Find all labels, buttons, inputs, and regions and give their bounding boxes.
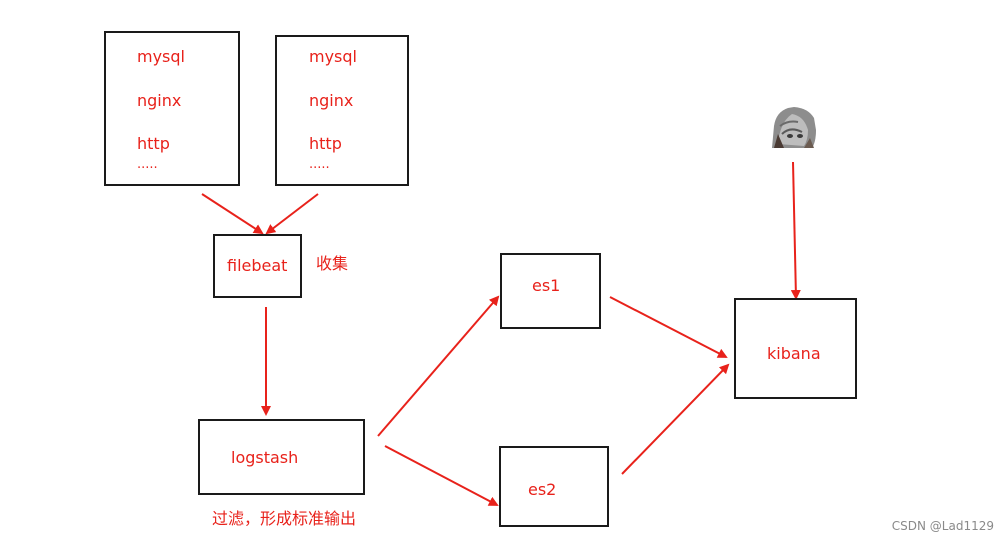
es1-label: es1	[532, 276, 561, 295]
source-1-item-nginx: nginx	[137, 91, 182, 110]
collect-note: 收集	[316, 254, 349, 273]
source-box-1: mysql nginx http .....	[104, 31, 240, 186]
es2-label: es2	[528, 480, 557, 499]
arrow-user-to-kibana	[790, 161, 801, 300]
arrow-es2-to-kibana	[621, 363, 730, 475]
source-1-item-ellipsis: .....	[137, 157, 158, 172]
arrow-logstash-to-es1	[377, 295, 500, 437]
filebeat-label: filebeat	[227, 256, 288, 275]
logstash-node: logstash	[198, 419, 365, 495]
filebeat-node: filebeat	[213, 234, 302, 298]
arrow-es1-to-kibana	[609, 296, 728, 358]
arrow-logstash-to-es2	[384, 445, 499, 506]
source-1-item-mysql: mysql	[137, 47, 185, 66]
es1-node: es1	[500, 253, 601, 329]
source-2-item-nginx: nginx	[309, 91, 354, 110]
source-2-item-http: http	[309, 134, 342, 153]
source-2-item-ellipsis: .....	[309, 157, 330, 172]
es2-node: es2	[499, 446, 609, 527]
filter-note: 过滤，形成标准输出	[212, 509, 357, 528]
source-2-item-mysql: mysql	[309, 47, 357, 66]
kibana-label: kibana	[767, 344, 821, 363]
kibana-node: kibana	[734, 298, 857, 399]
logstash-label: logstash	[231, 448, 299, 467]
source-1-item-http: http	[137, 134, 170, 153]
user-avatar-icon	[768, 104, 818, 150]
watermark: CSDN @Lad1129	[891, 519, 994, 533]
source-box-2: mysql nginx http .....	[275, 35, 409, 186]
arrow-source2-to-filebeat	[265, 193, 319, 235]
arrow-source1-to-filebeat	[201, 193, 264, 235]
